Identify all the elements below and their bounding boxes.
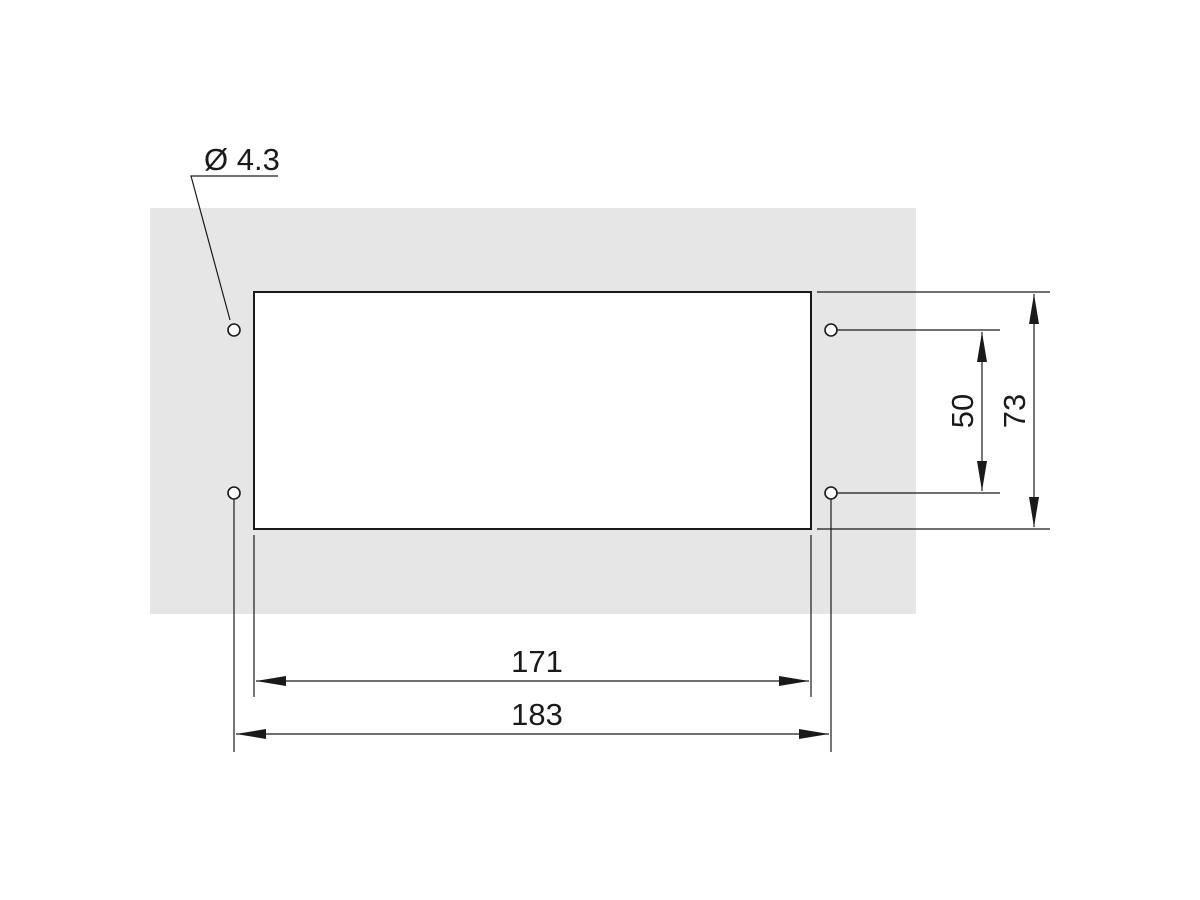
- cutout-height-label: 73: [997, 394, 1032, 428]
- hole-spacing-vertical-label: 50: [945, 394, 980, 428]
- hole-diameter-leader: [190, 175, 278, 321]
- hole-spacing-horizontal-label: 183: [511, 697, 563, 732]
- mounting-hole-bottom-left: [227, 486, 241, 500]
- mounting-hole-top-left: [227, 323, 241, 337]
- panel-cutout: [253, 291, 812, 530]
- hole-diameter-label: Ø 4.3: [204, 142, 280, 177]
- cutout-width-label: 171: [511, 644, 563, 679]
- mounting-hole-bottom-right: [824, 486, 838, 500]
- mounting-hole-top-right: [824, 323, 838, 337]
